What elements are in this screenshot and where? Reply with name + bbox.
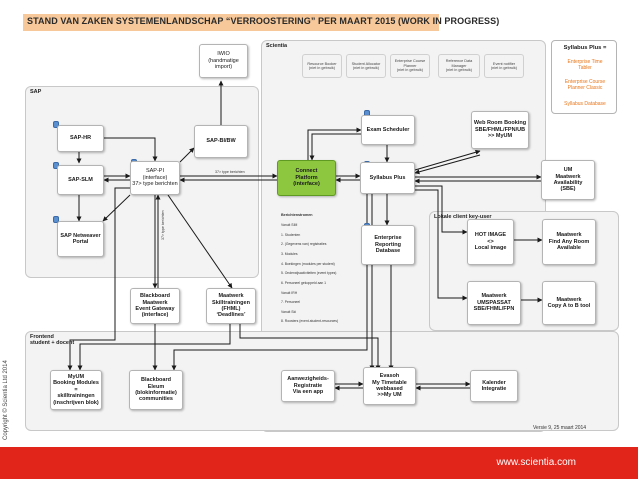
berichten-line: 1. Studenten	[281, 232, 301, 237]
berichten-line: Vanuit IRH	[281, 290, 298, 295]
legend-item: Syllabus Database	[564, 101, 606, 107]
node-iwio[interactable]: IWIO (handmatige import)	[199, 44, 248, 78]
node-student-allocator[interactable]: Student Allocator (niet in gebruik)	[346, 54, 386, 78]
node-copy-a-to-b[interactable]: Maatwerk Copy A to B tool	[542, 281, 596, 325]
region-label-scientia: Scientia	[266, 43, 288, 49]
database-icon	[53, 216, 59, 223]
legend-item: Enterprise Time Tabler	[567, 59, 603, 71]
node-syllabus-plus[interactable]: Syllabus Plus	[360, 162, 415, 194]
node-sap-hr[interactable]: SAP-HR	[57, 125, 104, 152]
version-label: Versie 9, 25 maart 2014	[533, 425, 587, 431]
node-web-room-booking[interactable]: Web Room Booking SBE/FHML/FPN/UB >> MyUM	[471, 111, 529, 149]
node-sap-bi[interactable]: SAP-BI/BW	[194, 125, 248, 158]
node-reference-data-manager[interactable]: Reference Data Manager (niet in gebruik)	[438, 54, 480, 78]
page-title: STAND VAN ZAKEN SYSTEMENLANDSCHAP “VERRO…	[27, 16, 500, 26]
berichten-line: 2. (Gegevens van) registraties	[281, 242, 327, 247]
legend-item: Enterprise Course Planner Classic	[564, 79, 606, 91]
berichten-note: Berichtenstromen Vanuit SIM 1. Studenten…	[281, 208, 367, 329]
node-sap-pi[interactable]: SAP-PI (interface) 37> type berichten	[130, 161, 180, 195]
berichten-line: 3. Modules	[281, 251, 298, 256]
legend-title: Syllabus Plus =	[563, 45, 607, 51]
node-um-maatwerk[interactable]: UM Maatwerk Availability (SBE)	[541, 160, 595, 200]
node-find-any-room[interactable]: Maatwerk Find Any Room Available	[542, 219, 596, 265]
node-event-notifier[interactable]: Event notifier (niet in gebruik)	[484, 54, 524, 78]
edge-label-sap-to-connect: 37> type berichten	[215, 170, 245, 174]
node-hot-image[interactable]: HOT IMAGE <> Local image	[467, 219, 514, 265]
berichten-line: Vanuit SIM	[281, 222, 298, 227]
node-sap-netweaver[interactable]: SAP Netweaver Portal	[57, 221, 104, 257]
node-evasoh[interactable]: Evasoh My Timetable webbased >>My UM	[363, 367, 416, 405]
berichten-line: 8. Roosters (event-student-resources)	[281, 319, 339, 324]
berichten-line: 7. Personeel	[281, 300, 301, 305]
region-label-frontend: Frontend student + docent	[30, 334, 75, 347]
node-myum-booking[interactable]: MyUM Booking Modules = skilltrainingen (…	[50, 370, 102, 410]
title-bar: STAND VAN ZAKEN SYSTEMENLANDSCHAP “VERRO…	[23, 14, 499, 31]
berichten-line: 5. Onderwijsactiviteiten (event types)	[281, 271, 337, 276]
berichten-title: Berichtenstromen	[281, 212, 313, 217]
node-exam-scheduler[interactable]: Exam Scheduler	[361, 115, 415, 145]
copyright-text: Copyright © Scientia Ltd 2014	[3, 360, 9, 440]
berichten-line: 6. Personeel gekoppeld aan 1	[281, 280, 327, 285]
node-enterprise-course-planner[interactable]: Enterprise Course Planner (niet in gebru…	[390, 54, 430, 78]
edge-label-pi-vertical: 37> type berichten	[161, 210, 165, 240]
node-skilltrainingen[interactable]: Maatwerk Skilltrainingen (FHML) ‘Deadlin…	[206, 288, 256, 324]
footer-bar: www.scientia.com	[0, 447, 638, 479]
node-blackboard-eleum[interactable]: Blackboard Eleum (blokinformatie) commun…	[129, 370, 183, 410]
legend-syllabus-plus: Syllabus Plus = Enterprise Time Tabler E…	[551, 40, 617, 114]
berichten-line: Vanuit Ski	[281, 309, 297, 314]
region-label-lokale: Lokale client key-user	[434, 214, 492, 220]
node-umspassat[interactable]: Maatwerk UMSPASSAT SBE/FHML/FPN	[467, 281, 521, 325]
berichten-line: 4. Boekingen (modules per student)	[281, 261, 335, 266]
node-connect-platform[interactable]: Connect Platform (interface)	[277, 160, 336, 196]
region-label-sap: SAP	[30, 89, 42, 95]
node-enterprise-reporting[interactable]: Enterprise Reporting Database	[361, 225, 415, 265]
footer-url-link[interactable]: www.scientia.com	[496, 457, 576, 468]
node-aanwezigheids[interactable]: Aanwezigheids- Registratie Via een app	[281, 370, 335, 402]
node-sap-slm[interactable]: SAP-SLM	[57, 165, 104, 195]
node-blackboard-gateway[interactable]: Blackboard Maatwerk Event Gateway (inter…	[130, 288, 180, 324]
node-kalender[interactable]: Kalender Integratie	[470, 370, 518, 402]
node-resource-booker[interactable]: Resource Booker (niet in gebruik)	[302, 54, 342, 78]
database-icon	[53, 121, 59, 128]
